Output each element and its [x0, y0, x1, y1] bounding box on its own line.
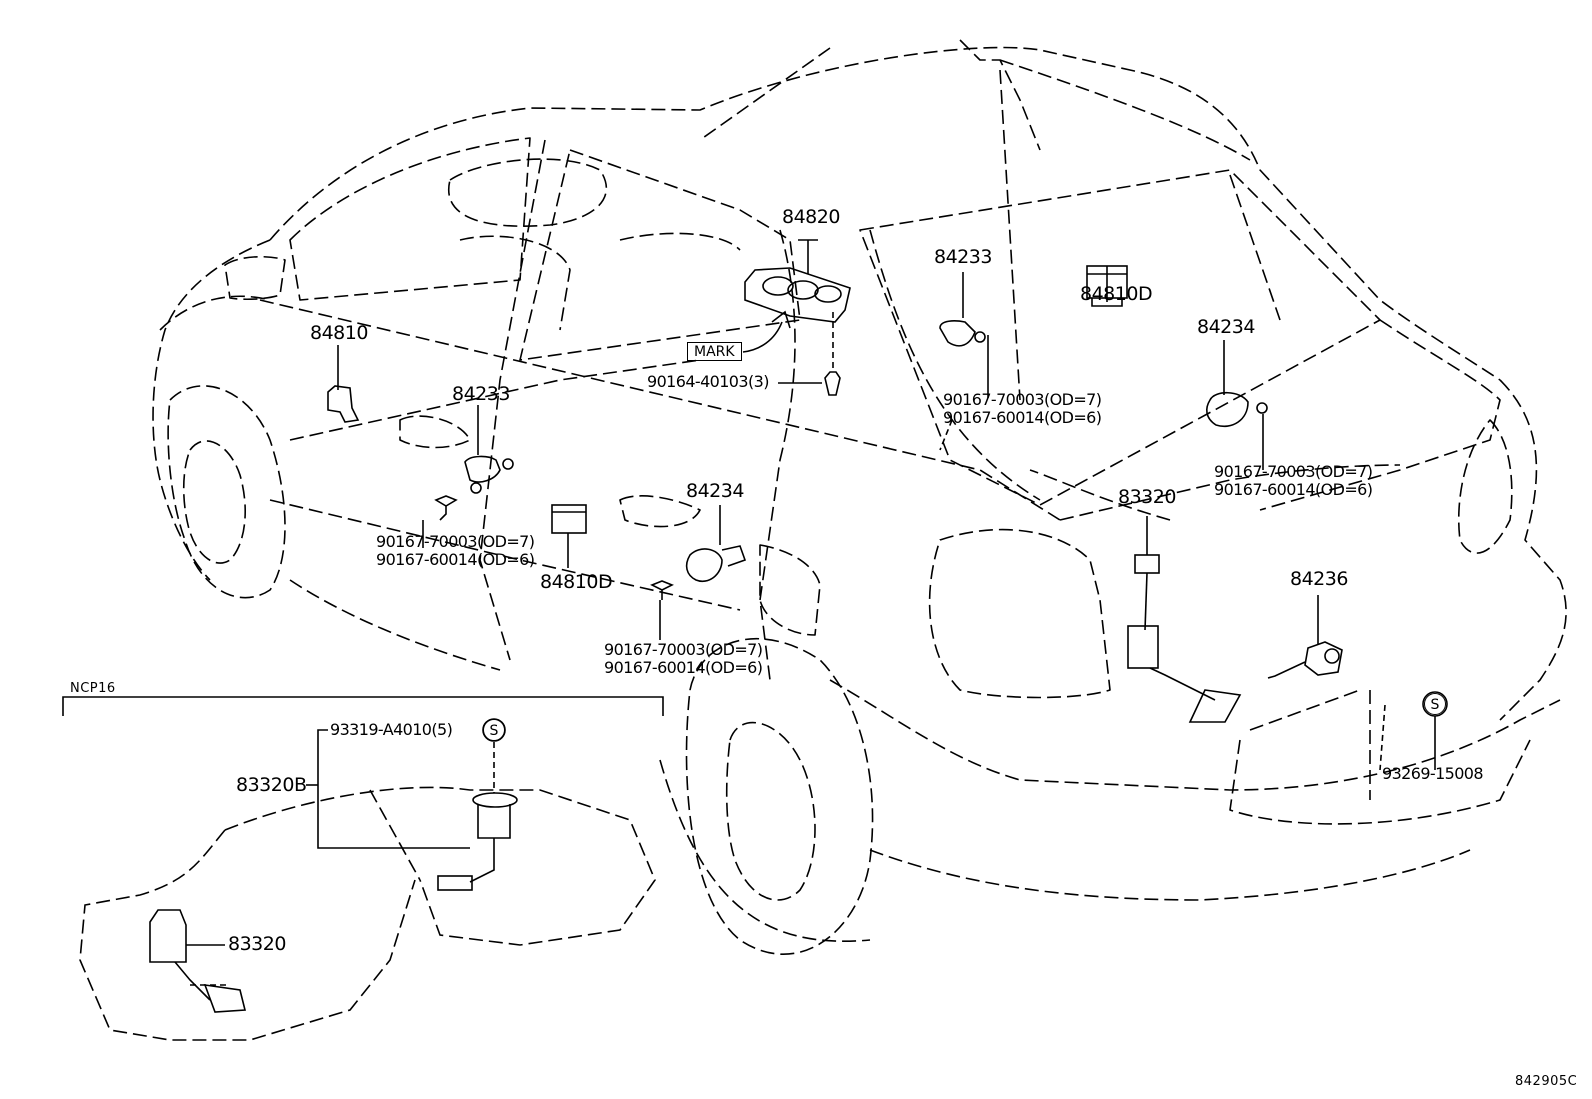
part-label-84234-right: 84234 [1197, 316, 1255, 338]
mark-label: MARK [687, 342, 742, 361]
drawing-id: 842905C [1515, 1074, 1578, 1089]
part-label-84820: 84820 [782, 206, 840, 228]
bolt-label-center-a: 90167-70003(OD=7) [604, 640, 763, 659]
part-label-84233-right: 84233 [934, 246, 992, 268]
bolt-label-90164: 90164-40103(3) [647, 372, 769, 391]
bolt-label-left-b: 90167-60014(OD=6) [376, 550, 535, 569]
bolt-label-left-a: 90167-70003(OD=7) [376, 532, 535, 551]
bolt-label-right1-b: 90167-60014(OD=6) [943, 408, 1102, 427]
part-label-84233-left: 84233 [452, 383, 510, 405]
part-label-84810D-top: 84810D [1080, 283, 1153, 305]
part-label-83320B: 83320B [236, 774, 307, 796]
bolt-label-right2-b: 90167-60014(OD=6) [1214, 480, 1373, 499]
part-label-84810D-bottom: 84810D [540, 571, 613, 593]
part-label-84234-center: 84234 [686, 480, 744, 502]
bolt-label-center-b: 90167-60014(OD=6) [604, 658, 763, 677]
sealer-symbol-rear: S [1424, 693, 1446, 715]
bolt-label-right2-a: 90167-70003(OD=7) [1214, 462, 1373, 481]
part-label-84236: 84236 [1290, 568, 1348, 590]
part-label-83320-inset: 83320 [228, 933, 286, 955]
part-label-84810: 84810 [310, 322, 368, 344]
part-label-93269: 93269-15008 [1382, 764, 1484, 783]
inset-title-ncp16: NCP16 [70, 681, 116, 696]
part-label-83320-rear: 83320 [1118, 486, 1176, 508]
bolt-label-right1-a: 90167-70003(OD=7) [943, 390, 1102, 409]
part-label-93319: 93319-A4010(5) [330, 720, 453, 739]
sealer-symbol-inset: S [483, 719, 505, 741]
